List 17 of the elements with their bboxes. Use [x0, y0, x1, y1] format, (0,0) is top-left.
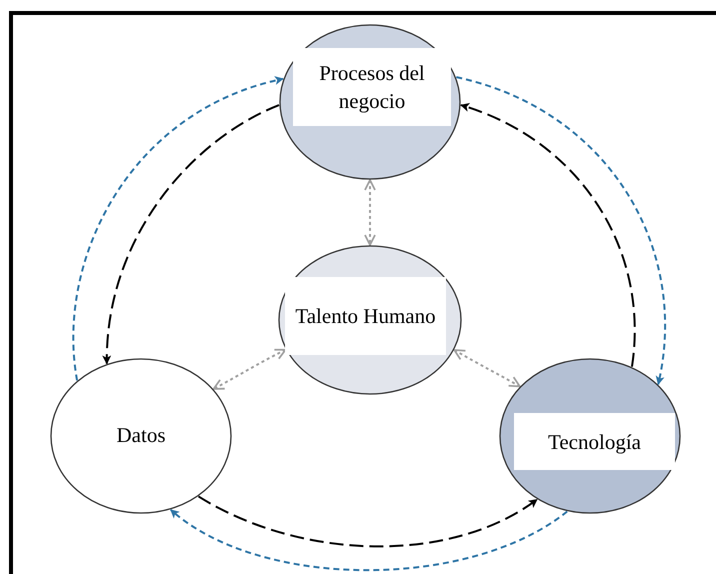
node-label: Talento Humano — [285, 277, 446, 355]
arrow — [170, 508, 568, 572]
ellipse-node — [278, 245, 462, 395]
arrow — [364, 179, 376, 246]
arrow — [72, 76, 284, 381]
arrow — [453, 349, 521, 388]
ellipse-node — [279, 24, 461, 180]
arrow — [456, 76, 666, 386]
arrow — [212, 348, 286, 390]
arrow — [198, 496, 538, 548]
ellipse-node — [499, 358, 681, 514]
arrow — [102, 104, 280, 364]
ellipse-node — [50, 358, 232, 514]
node-label: Tecnología — [514, 413, 675, 470]
node-label: Procesos del negocio — [293, 48, 451, 126]
arrow — [460, 104, 636, 367]
node-label: Datos — [116, 422, 166, 449]
